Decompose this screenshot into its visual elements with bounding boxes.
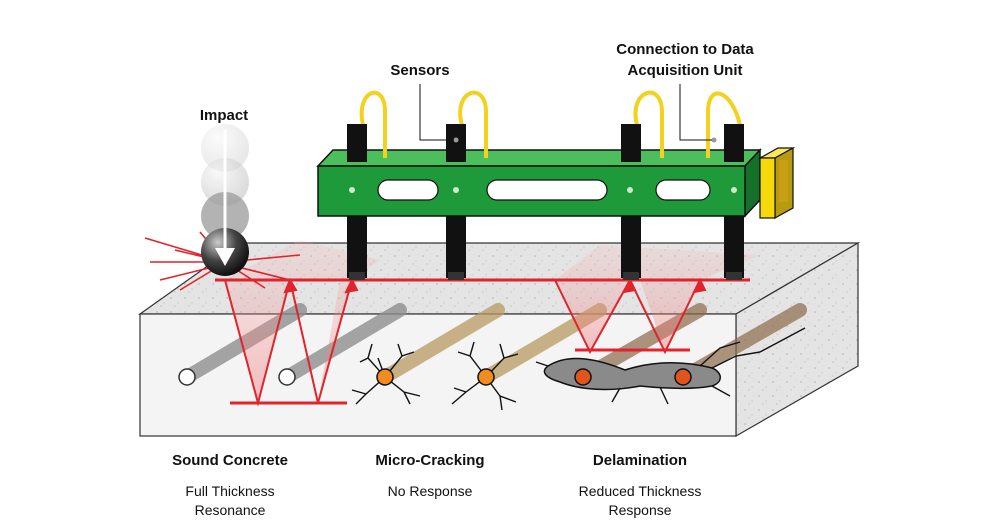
sensor-probes <box>347 214 744 280</box>
sensor-probe-icon <box>621 90 664 162</box>
sensors-label: Sensors <box>390 62 450 79</box>
condition-title-sound: Sound Concrete <box>172 452 288 469</box>
condition-desc-micro-1: No Response <box>387 483 473 499</box>
sensor-probe-icon <box>446 214 466 280</box>
sensor-probe-icon <box>706 91 744 162</box>
condition-title-delam: Delamination <box>592 452 688 469</box>
condition-desc-sound-1: Full Thickness <box>185 483 275 499</box>
connector-icon <box>757 146 796 220</box>
sensor-probe-icon <box>621 214 641 280</box>
sensor-probe-icon <box>724 214 744 280</box>
condition-desc-delam-1: Reduced Thickness <box>578 483 702 499</box>
rebar-icon <box>278 303 407 386</box>
crack-icon <box>351 343 421 405</box>
delamination-icon <box>535 327 806 405</box>
sensor-probe-icon <box>347 90 387 162</box>
connection-label-line2: Acquisition Unit <box>627 62 743 79</box>
condition-title-micro: Micro-Cracking <box>375 452 485 469</box>
micro-cracking-defects <box>351 341 519 411</box>
condition-desc-delam-2: Response <box>608 502 672 518</box>
sensor-bar <box>316 148 762 218</box>
leader-lines <box>419 84 712 141</box>
connection-label-line1: Connection to Data <box>616 41 754 58</box>
rebar-icon <box>378 303 505 384</box>
impact-label: Impact <box>199 107 249 124</box>
stress-wave-paths <box>215 277 750 407</box>
impact-ball-icon <box>201 124 249 276</box>
sensor-probe-icon <box>347 214 367 280</box>
sensor-probe-icon <box>446 90 488 162</box>
sensor-tops <box>347 90 744 162</box>
condition-desc-sound-2: Resonance <box>194 502 266 518</box>
crack-icon <box>451 341 519 411</box>
